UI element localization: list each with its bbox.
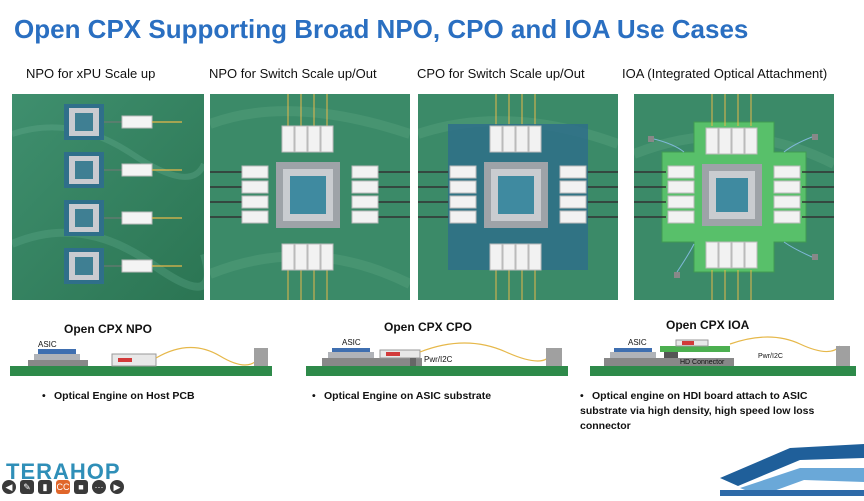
cpo-switch-render (418, 94, 618, 300)
asic-label: ASIC (38, 340, 57, 349)
captions-icon[interactable]: CC (56, 480, 70, 494)
pen-icon[interactable]: ✎ (20, 480, 34, 494)
asic-label: ASIC (628, 338, 647, 347)
npo-xpu-render (12, 94, 204, 300)
section-title-ioa: Open CPX IOA (666, 318, 750, 332)
npo-switch-render (210, 94, 410, 300)
bullet-ioa: •Optical engine on HDI board attach to A… (580, 390, 815, 432)
bullet-npo: •Optical Engine on Host PCB (42, 390, 195, 402)
section-title-npo: Open CPX NPO (64, 322, 153, 336)
footer-decoration (720, 438, 864, 496)
pwr-label: Pwr/I2C (424, 355, 453, 364)
hd-connector-label: HD Connector (680, 359, 725, 366)
more-icon[interactable]: ⋯ (92, 480, 106, 494)
panel-label-ioa: IOA (Integrated Optical Attachment) (622, 66, 828, 81)
asic-label: ASIC (342, 338, 361, 347)
bullet-cpo: •Optical Engine on ASIC substrate (312, 390, 492, 402)
ioa-cross-section-diagram: ASIC HD Connector Pwr/I2C (590, 334, 856, 382)
camera-icon[interactable]: ■ (74, 480, 88, 494)
panel-label-cpo-switch: CPO for Switch Scale up/Out (417, 66, 585, 81)
slide-title: Open CPX Supporting Broad NPO, CPO and I… (14, 14, 749, 44)
pwr-label: Pwr/I2C (758, 353, 783, 360)
presenter-toolbar: ◀ ✎ ▮ CC ■ ⋯ ▶ (2, 478, 124, 496)
panel-label-npo-xpu: NPO for xPU Scale up (26, 66, 156, 81)
ioa-render (634, 94, 834, 300)
npo-cross-section-diagram: ASIC (10, 338, 272, 384)
terahop-logo: TERAHOP (6, 459, 121, 484)
forward-arrow-icon[interactable]: ▶ (110, 480, 124, 494)
section-title-cpo: Open CPX CPO (384, 320, 473, 334)
panel-label-npo-switch: NPO for Switch Scale up/Out (209, 66, 377, 81)
highlighter-icon[interactable]: ▮ (38, 480, 52, 494)
cpo-cross-section-diagram: ASIC Pwr/I2C (306, 336, 568, 382)
back-arrow-icon[interactable]: ◀ (2, 480, 16, 494)
